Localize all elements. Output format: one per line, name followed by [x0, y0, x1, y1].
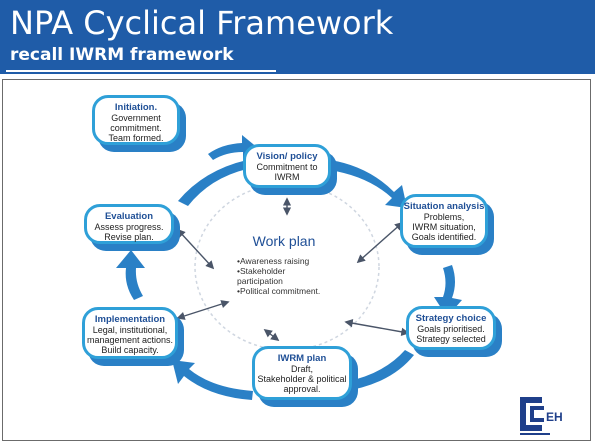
connector-implementation — [176, 300, 230, 320]
work-plan-title: Work plan — [252, 233, 316, 249]
connector-evaluation — [176, 228, 215, 270]
box-vision-policy: Vision/ policy Commitment to IWRM — [243, 144, 331, 188]
work-plan-item: •Stakeholder — [237, 266, 286, 276]
arrow-situation-to-strategy — [434, 265, 462, 317]
work-plan-circle — [194, 183, 380, 351]
connector-strategy — [344, 319, 410, 336]
arrow-iwrm-to-implementation — [172, 360, 253, 400]
vision-line: Commitment to — [256, 162, 318, 172]
evaluation-line: Revise plan. — [104, 232, 154, 242]
box-iwrm-plan: IWRM plan Draft, Stakeholder & political… — [252, 346, 352, 400]
title-bar: NPA Cyclical Framework recall IWRM frame… — [0, 0, 595, 74]
situation-heading: Situation analysis — [403, 201, 485, 212]
implementation-heading: Implementation — [94, 314, 166, 325]
diagram-frame — [2, 79, 591, 441]
work-plan-list: •Awareness raising •Stakeholder particip… — [237, 256, 357, 296]
initiation-line: commitment. — [110, 123, 162, 133]
arrow-vision-to-situation — [329, 160, 407, 208]
vision-heading: Vision/ policy — [256, 151, 318, 162]
iwrm-plan-line: Draft, — [290, 364, 313, 374]
iwrm-plan-line: Stakeholder & political — [257, 374, 347, 384]
work-plan-item: •Awareness raising — [237, 256, 310, 266]
iwrm-plan-line: approval. — [283, 384, 321, 394]
implementation-line: Build capacity. — [101, 345, 159, 355]
work-plan-item: participation — [237, 276, 283, 286]
connector-iwrm-plan — [263, 328, 280, 342]
evaluation-heading: Evaluation — [104, 211, 154, 222]
initiation-heading: Initiation. — [114, 102, 158, 113]
situation-line: Goals identified. — [411, 232, 477, 242]
strategy-line: Strategy selected — [416, 334, 486, 344]
box-strategy-choice: Strategy choice Goals prioritised. Strat… — [406, 306, 496, 350]
box-situation-analysis: Situation analysis Problems, IWRM situat… — [400, 194, 488, 248]
box-evaluation: Evaluation Assess progress. Revise plan. — [84, 204, 174, 244]
situation-line: IWRM situation, — [412, 222, 476, 232]
strategy-heading: Strategy choice — [415, 313, 487, 324]
initiation-line: Team formed. — [108, 133, 164, 143]
work-plan-connectors — [176, 197, 410, 342]
iwrm-plan-heading: IWRM plan — [277, 353, 327, 364]
connector-situation — [356, 221, 404, 264]
implementation-line: Legal, institutional, — [92, 325, 168, 335]
slide-subtitle: recall IWRM framework — [10, 45, 234, 65]
implementation-line: management actions. — [86, 335, 174, 345]
situation-line: Problems, — [423, 212, 465, 222]
slide-title: NPA Cyclical Framework — [10, 4, 394, 42]
box-implementation: Implementation Legal, institutional, man… — [82, 307, 178, 359]
strategy-line: Goals prioritised. — [417, 324, 485, 334]
arrow-implementation-to-evaluation — [116, 250, 145, 300]
initiation-line: Government — [111, 113, 161, 123]
subtitle-underline — [6, 70, 276, 72]
ceh-logo: EH — [518, 393, 574, 437]
vision-line: IWRM — [274, 172, 300, 182]
box-initiation: Initiation. Government commitment. Team … — [92, 95, 180, 145]
work-plan-item: •Political commitment. — [237, 286, 321, 296]
evaluation-line: Assess progress. — [94, 222, 164, 232]
logo-text: EH — [546, 410, 563, 424]
